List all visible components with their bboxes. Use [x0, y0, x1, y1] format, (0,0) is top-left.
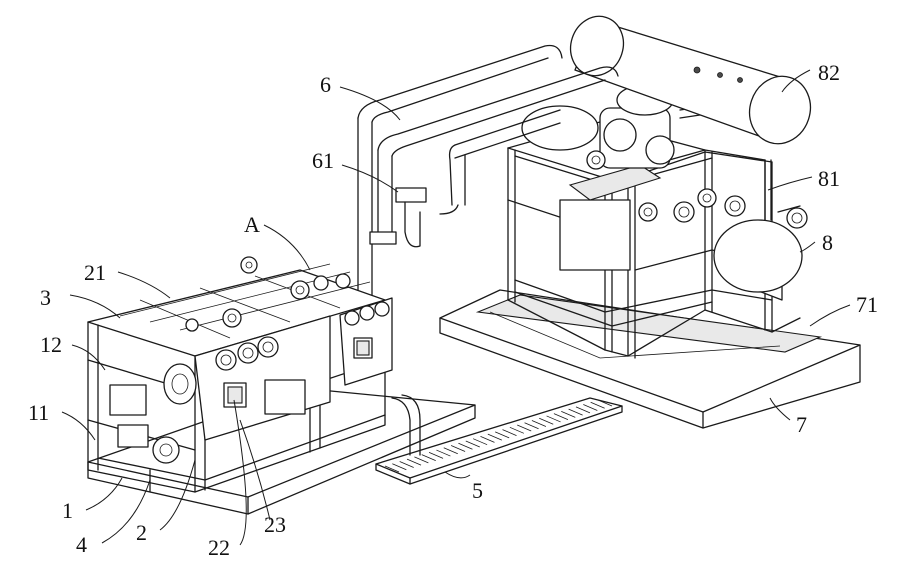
label-5: 5 — [472, 478, 483, 503]
label-81: 81 — [818, 166, 840, 191]
label-1: 1 — [62, 498, 73, 523]
label-21: 21 — [84, 260, 106, 285]
right-base-platform — [440, 290, 860, 428]
label-7: 7 — [796, 412, 807, 437]
label-82: 82 — [818, 60, 840, 85]
label-A: A — [244, 212, 260, 237]
label-61: 61 — [312, 148, 334, 173]
label-11: 11 — [28, 400, 49, 425]
label-8: 8 — [822, 230, 833, 255]
label-22: 22 — [208, 535, 230, 560]
label-3: 3 — [40, 285, 51, 310]
label-71: 71 — [856, 292, 878, 317]
label-6: 6 — [320, 72, 331, 97]
label-23: 23 — [264, 512, 286, 537]
label-2: 2 — [136, 520, 147, 545]
label-12: 12 — [40, 332, 62, 357]
side-vessel — [714, 206, 807, 300]
label-4: 4 — [76, 532, 87, 557]
